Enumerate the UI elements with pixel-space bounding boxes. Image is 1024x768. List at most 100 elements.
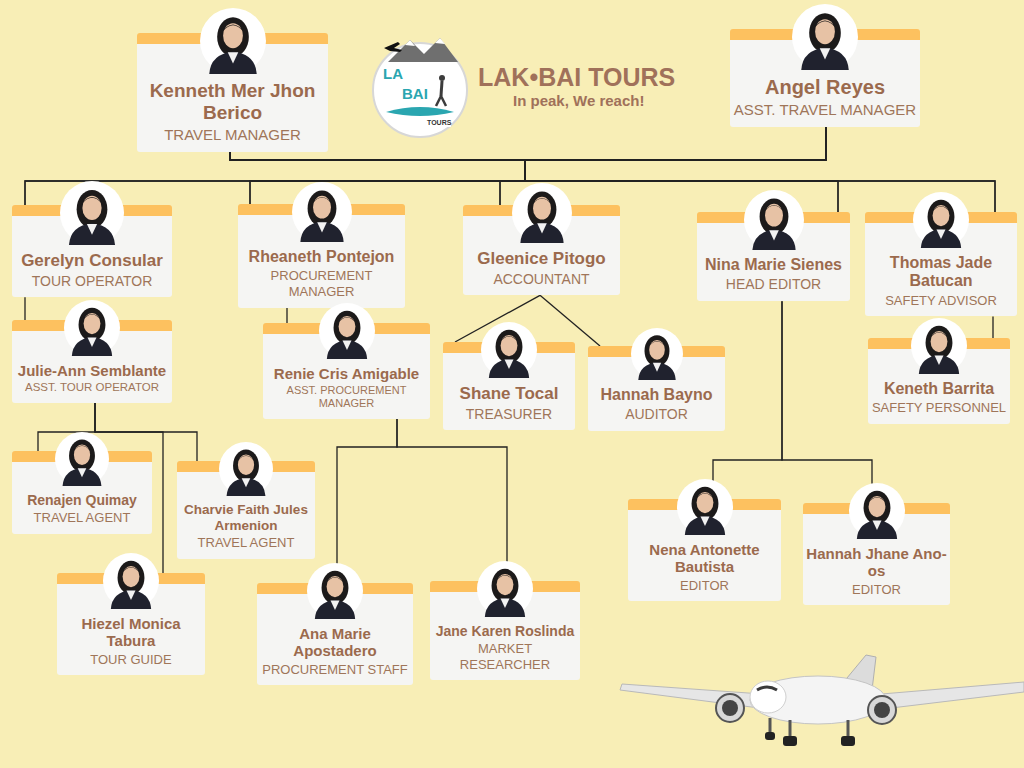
portrait-photo xyxy=(677,479,733,535)
person-card: Rheaneth PontejonPROCUREMENT MANAGER xyxy=(238,204,405,308)
person-name: Julie-Ann Semblante xyxy=(15,362,169,379)
portrait-part xyxy=(227,478,266,496)
portrait-part xyxy=(481,322,537,378)
portrait-part xyxy=(652,363,660,372)
job-title: PROCUREMENT STAFF xyxy=(260,662,410,678)
portrait-part xyxy=(769,230,779,240)
portrait-part xyxy=(700,517,709,527)
portrait-part xyxy=(82,196,101,220)
illustration-part xyxy=(435,38,445,44)
portrait-photo xyxy=(307,563,363,619)
portrait-part xyxy=(313,196,331,219)
portrait-part xyxy=(928,200,955,234)
illustration-part xyxy=(405,40,415,46)
portrait-part xyxy=(233,450,259,482)
portrait-part xyxy=(638,362,675,380)
portrait-part xyxy=(691,487,718,521)
person-card: Nena Antonette BautistaEDITOR xyxy=(628,499,781,601)
illustration-part xyxy=(384,42,402,52)
illustration-part xyxy=(789,720,792,738)
person-card: Ana Marie ApostaderoPROCUREMENT STAFF xyxy=(257,583,413,685)
person-card: Gleenice PitogoACCOUNTANT xyxy=(463,205,620,295)
portrait-part xyxy=(292,182,352,242)
portrait-part xyxy=(74,444,90,465)
portrait-photo xyxy=(477,561,533,617)
person-name: Angel Reyes xyxy=(733,76,917,99)
job-title: MARKET RESEARCHER xyxy=(433,641,577,672)
portrait-part xyxy=(103,553,159,609)
illustration-part xyxy=(386,107,454,116)
portrait-photo xyxy=(792,4,858,70)
person-card: Renajen QuimayTRAVEL AGENT xyxy=(12,451,152,534)
person-card: Julie-Ann SemblanteASST. TOUR OPERATOR xyxy=(12,320,172,403)
portrait-part xyxy=(227,52,238,63)
portrait-part xyxy=(868,497,886,503)
portrait-part xyxy=(648,341,665,347)
portrait-photo xyxy=(64,300,120,356)
portrait-part xyxy=(937,230,946,240)
person-card: Charvie Faith Jules ArmenionTRAVEL AGENT xyxy=(177,461,315,559)
illustration-part xyxy=(722,700,738,716)
portrait-part xyxy=(764,205,783,212)
illustration-part xyxy=(757,687,777,690)
job-title: ASST. TOUR OPERATOR xyxy=(15,381,169,395)
portrait-photo xyxy=(103,553,159,609)
portrait-part xyxy=(88,338,97,348)
connector-line xyxy=(24,297,25,320)
portrait-part xyxy=(326,577,344,583)
connector-line xyxy=(782,301,872,503)
portrait-photo xyxy=(911,318,967,374)
portrait-part xyxy=(333,311,360,345)
person-card: Gerelyn ConsularTOUR OPERATOR xyxy=(12,205,172,297)
portrait-photo xyxy=(744,190,804,250)
person-card: Renie Cris AmigableASST. PROCUREMENT MAN… xyxy=(263,323,430,419)
portrait-part xyxy=(69,223,115,245)
title-text: LAK•BAI TOURS xyxy=(478,63,675,92)
illustration-part xyxy=(750,681,786,713)
person-name: Renie Cris Amigable xyxy=(266,365,427,382)
portrait-part xyxy=(331,601,340,611)
connector-line xyxy=(540,295,600,346)
portrait-part xyxy=(814,21,835,28)
portrait-part xyxy=(744,190,804,250)
portrait-part xyxy=(200,8,266,74)
job-title: ASST. TRAVEL MANAGER xyxy=(733,101,917,119)
illustration-part xyxy=(441,81,442,96)
portrait-photo xyxy=(849,483,905,539)
portrait-part xyxy=(849,483,905,539)
person-name: Ana Marie Apostadero xyxy=(260,625,410,660)
portrait-part xyxy=(222,25,243,32)
portrait-part xyxy=(238,454,254,475)
portrait-part xyxy=(63,468,102,486)
person-card: Angel ReyesASST. TRAVEL MANAGER xyxy=(730,29,920,127)
portrait-part xyxy=(78,468,87,477)
portrait-part xyxy=(496,575,514,581)
portrait-part xyxy=(79,308,106,342)
portrait-part xyxy=(765,204,783,227)
portrait-part xyxy=(501,335,518,356)
portrait-part xyxy=(217,17,249,57)
portrait-photo xyxy=(512,183,572,243)
portrait-part xyxy=(338,316,355,337)
illustration-part xyxy=(769,718,772,734)
person-name: Shane Tocal xyxy=(446,384,572,404)
portrait-part xyxy=(931,331,948,352)
portrait-part xyxy=(752,230,795,250)
portrait-part xyxy=(326,340,366,359)
portrait-part xyxy=(801,48,849,70)
portrait-part xyxy=(307,190,336,226)
portrait-part xyxy=(863,491,890,525)
job-title: HEAD EDITOR xyxy=(700,276,847,293)
illustration-part xyxy=(441,96,446,106)
portrait-part xyxy=(933,205,950,226)
portrait-part xyxy=(926,326,953,360)
illustration-part xyxy=(841,736,855,746)
person-name: Keneth Barrita xyxy=(871,380,1007,398)
portrait-part xyxy=(913,192,969,248)
job-title: EDITOR xyxy=(631,578,778,594)
portrait-photo xyxy=(60,181,124,245)
person-card: Hiezel Monica TaburaTOUR GUIDE xyxy=(57,573,205,675)
illustration-part xyxy=(847,720,850,738)
portrait-part xyxy=(935,356,944,366)
person-name: Hannah Bayno xyxy=(591,386,722,404)
